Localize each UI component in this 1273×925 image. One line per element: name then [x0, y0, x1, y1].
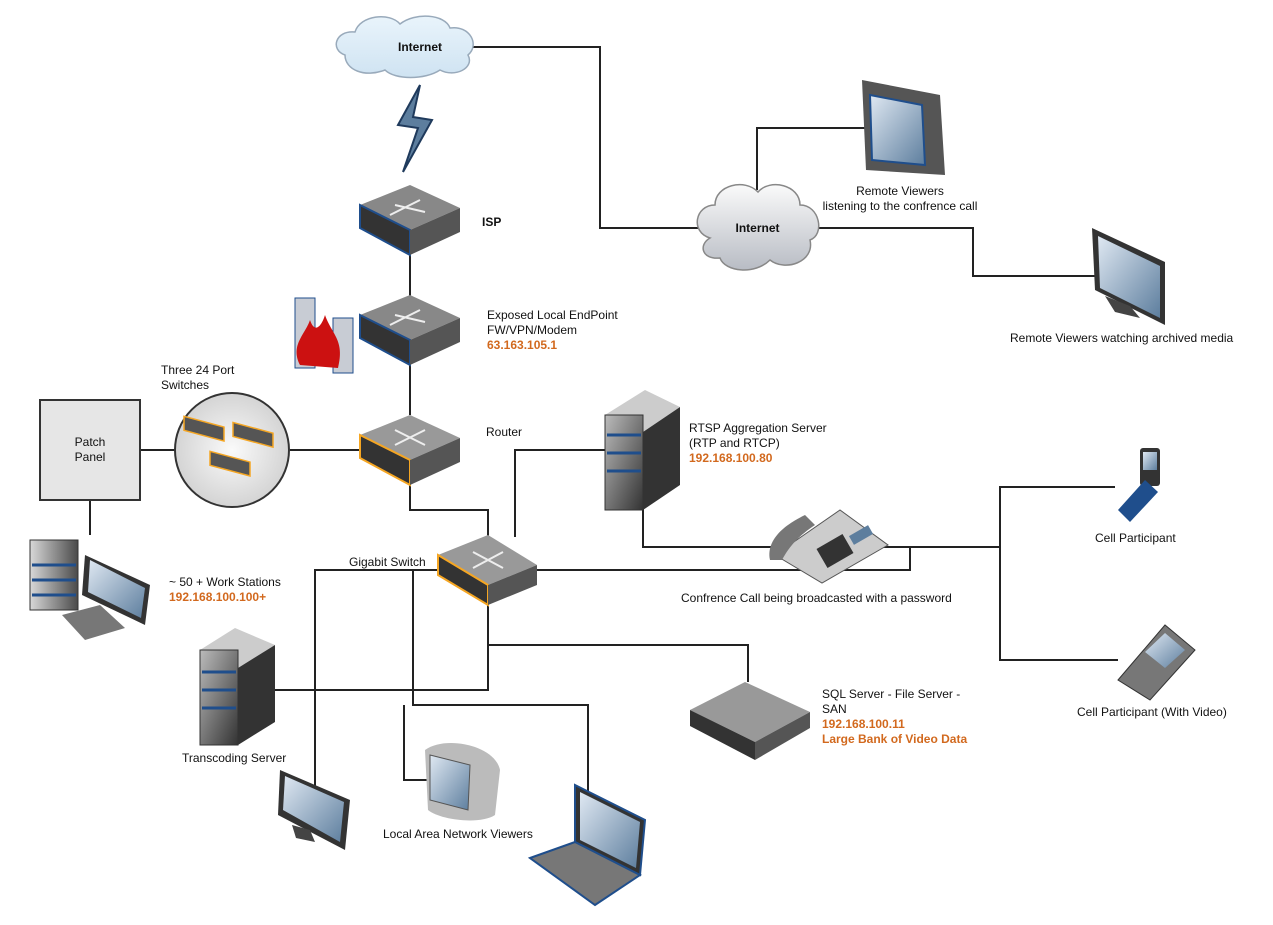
workstations-ip: 192.168.100.100+	[169, 590, 267, 604]
patch-panel-line1: Patch	[74, 435, 106, 449]
router-label: Router	[486, 425, 523, 439]
endpoint-ip: 63.163.105.1	[487, 338, 558, 352]
switches-label: Three 24 Port Switches	[161, 363, 234, 393]
sql-line2: SAN	[822, 702, 847, 716]
endpoint-label: Exposed Local EndPoint FW/VPN/Modem 63.1…	[487, 308, 618, 353]
endpoint-line1: Exposed Local EndPoint	[487, 308, 618, 322]
remote-crt-monitor-icon	[862, 80, 945, 175]
endpoint-line2: FW/VPN/Modem	[487, 323, 578, 337]
conference-phone-icon	[769, 509, 889, 584]
remote-archived-label: Remote Viewers watching archived media	[1010, 331, 1234, 345]
patch-panel-line2: Panel	[74, 450, 106, 464]
transcoding-server-icon	[199, 628, 275, 746]
firewall-switch-icon	[359, 295, 460, 367]
rtsp-server-icon	[604, 390, 680, 511]
wan-link-lightning-icon	[396, 84, 434, 173]
sql-line1: SQL Server - File Server -	[822, 687, 961, 701]
conference-label: Confrence Call being broadcasted with a …	[681, 591, 952, 605]
router-icon	[359, 415, 460, 487]
laptop-icon	[527, 783, 647, 907]
cell-phone-icon	[1118, 448, 1160, 522]
workstation-icon	[29, 539, 150, 640]
sql-server-icon	[690, 682, 810, 760]
workstations-label: ~ 50 + Work Stations 192.168.100.100+	[169, 575, 281, 605]
isp-switch-icon	[359, 185, 460, 257]
remote-listen-line2: listening to the confrence call	[822, 199, 978, 213]
remote-listen-label: Remote Viewers listening to the confrenc…	[800, 184, 1000, 214]
cell1-label: Cell Participant	[1095, 531, 1176, 545]
patch-panel-label: Patch Panel	[40, 435, 140, 465]
internet-cloud-mid	[696, 183, 820, 271]
rtsp-label: RTSP Aggregation Server (RTP and RTCP) 1…	[689, 421, 827, 466]
sql-note: Large Bank of Video Data	[822, 732, 968, 746]
remote-flat-monitor-icon	[1092, 228, 1165, 325]
workstations-text: ~ 50 + Work Stations	[169, 575, 281, 589]
lan-label: Local Area Network Viewers	[383, 827, 533, 841]
firewall-icon	[294, 297, 354, 374]
lan-flat-monitor-icon	[278, 770, 350, 850]
smartphone-video-icon	[1117, 624, 1196, 701]
remote-listen-line1: Remote Viewers	[856, 184, 944, 198]
isp-label: ISP	[482, 215, 502, 229]
internet-top-label: Internet	[397, 40, 442, 54]
rtsp-ip: 192.168.100.80	[689, 451, 773, 465]
sql-ip: 192.168.100.11	[822, 717, 905, 731]
switches-line2: Switches	[161, 378, 210, 392]
internet-mid-label: Internet	[735, 221, 780, 235]
transcoding-label: Transcoding Server	[182, 751, 287, 765]
gigabit-label: Gigabit Switch	[349, 555, 426, 569]
internet-cloud-top	[335, 15, 474, 79]
cell2-label: Cell Participant (With Video)	[1077, 705, 1227, 719]
rtsp-line1: RTSP Aggregation Server	[689, 421, 827, 435]
patch-panel	[39, 399, 141, 501]
connectors	[89, 46, 1118, 840]
lan-crt-monitor-icon	[425, 742, 500, 821]
three-switches-icon	[174, 392, 290, 508]
sql-label: SQL Server - File Server - SAN 192.168.1…	[822, 687, 967, 747]
gigabit-switch-icon	[437, 535, 537, 607]
switches-line1: Three 24 Port	[161, 363, 235, 377]
rtsp-line2: (RTP and RTCP)	[689, 436, 780, 450]
